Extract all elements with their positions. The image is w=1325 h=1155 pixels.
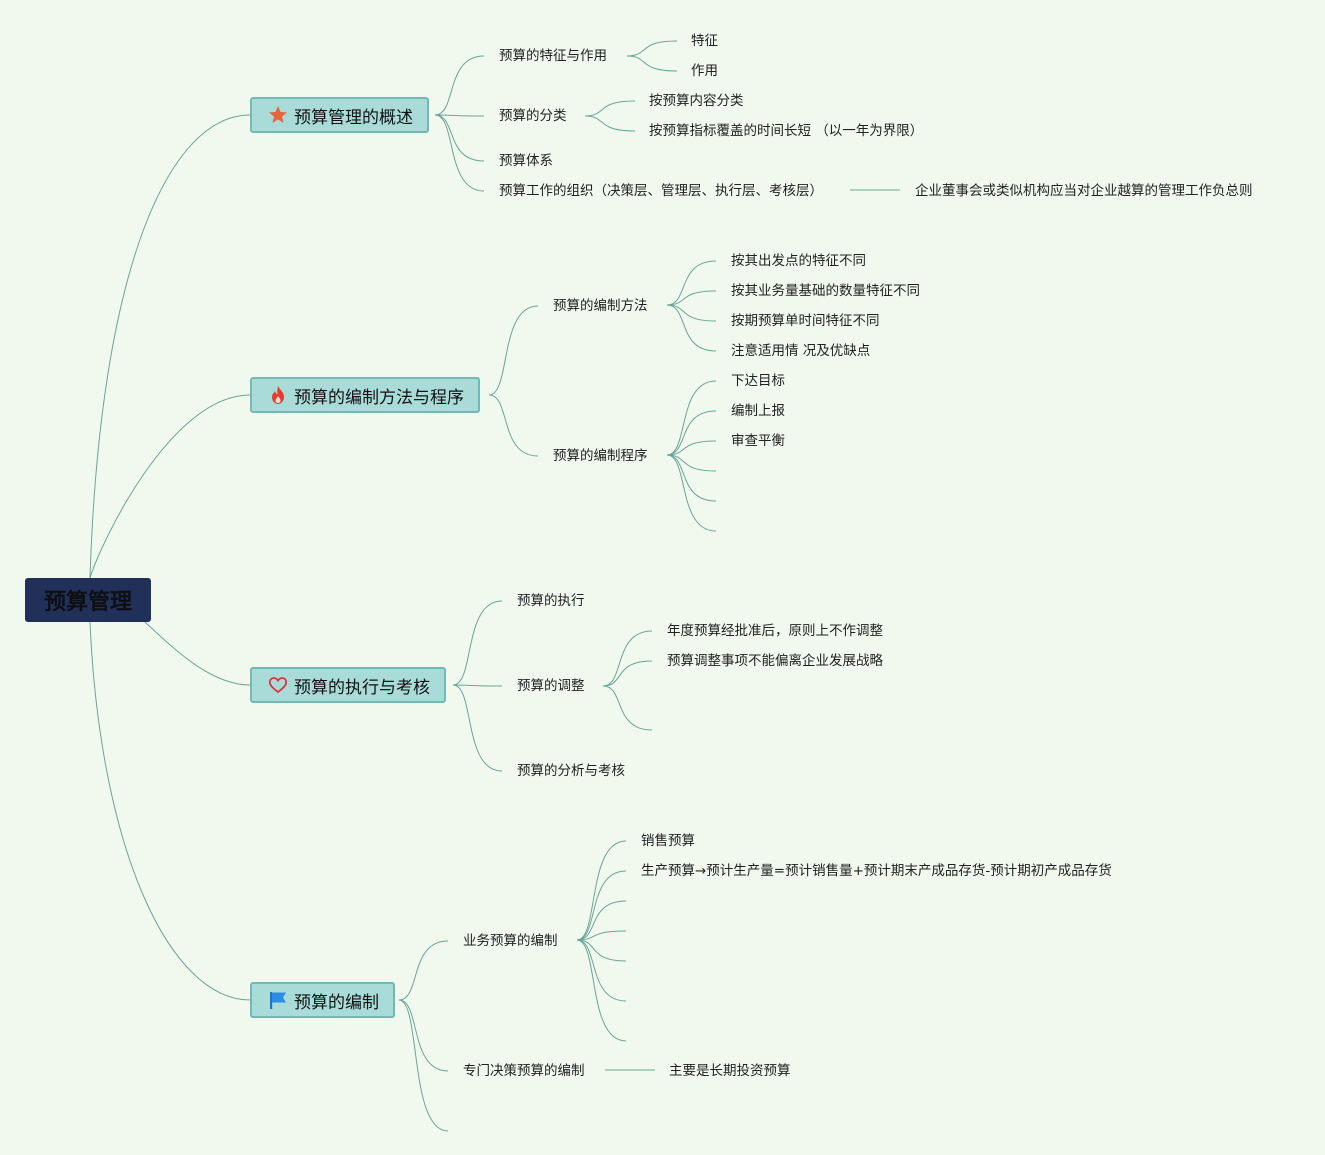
topic-sales-budget[interactable]: 销售预算 <box>641 833 695 849</box>
topic-set-targets[interactable]: 下达目标 <box>731 373 785 389</box>
topic-compile-report[interactable]: 编制上报 <box>731 403 785 419</box>
connector <box>398 999 449 1072</box>
branch-execution-evaluation[interactable]: 预算的执行与考核 <box>250 667 446 703</box>
topic-features-and-roles[interactable]: 预算的特征与作用 <box>499 48 607 64</box>
branch-label: 预算管理的概述 <box>294 107 413 128</box>
connector <box>626 55 678 72</box>
star-icon <box>268 105 288 125</box>
topic-adjustment[interactable]: 预算的调整 <box>517 678 585 694</box>
connector <box>576 939 627 1042</box>
connector-root-branch <box>89 394 251 579</box>
connector <box>452 684 503 772</box>
topic-analysis-evaluation[interactable]: 预算的分析与考核 <box>517 763 625 779</box>
connector <box>576 939 627 962</box>
topic-by-period[interactable]: 按预算指标覆盖的时间长短 （以一年为界限） <box>649 123 924 139</box>
connector <box>452 684 503 687</box>
connector <box>398 940 449 1001</box>
branch-methods-procedure[interactable]: 预算的编制方法与程序 <box>250 377 480 413</box>
connector <box>576 840 627 941</box>
topic-special-decision-budget[interactable]: 专门决策预算的编制 <box>463 1063 585 1079</box>
connector <box>434 114 485 162</box>
connector <box>434 114 485 192</box>
connector <box>666 380 717 456</box>
connector <box>488 305 539 396</box>
connector <box>666 440 717 456</box>
connector <box>666 410 717 456</box>
connector <box>434 55 485 116</box>
topic-roles[interactable]: 作用 <box>691 63 718 79</box>
connector <box>666 304 717 352</box>
connector <box>666 304 717 322</box>
connector-root-branch <box>89 621 251 1001</box>
connector <box>434 114 485 117</box>
connector <box>602 685 653 731</box>
connector <box>666 260 717 306</box>
connector <box>666 454 717 532</box>
connector <box>666 454 717 472</box>
branch-label: 预算的编制 <box>294 992 379 1013</box>
connector <box>576 900 627 941</box>
connector <box>452 600 503 686</box>
branch-label: 预算的执行与考核 <box>294 677 430 698</box>
topic-compile-methods[interactable]: 预算的编制方法 <box>553 298 648 314</box>
root-topic[interactable]: 预算管理 <box>25 578 151 622</box>
connector <box>488 394 539 457</box>
heart-icon <box>268 675 288 695</box>
fire-icon <box>268 385 288 405</box>
connector <box>584 100 636 117</box>
connector <box>576 870 627 941</box>
topic-method-origin[interactable]: 按其出发点的特征不同 <box>731 253 866 269</box>
topic-production-budget[interactable]: 生产预算→预计生产量=预计销售量+预计期末产成品存货-预计期初产成品存货 <box>641 863 1112 879</box>
topic-review-balance[interactable]: 审查平衡 <box>731 433 785 449</box>
topic-long-term-investment[interactable]: 主要是长期投资预算 <box>669 1063 791 1079</box>
branch-overview[interactable]: 预算管理的概述 <box>250 97 429 133</box>
connector <box>602 660 653 687</box>
topic-strategy-alignment[interactable]: 预算调整事项不能偏离企业发展战略 <box>667 653 883 669</box>
topic-method-volume[interactable]: 按其业务量基础的数量特征不同 <box>731 283 920 299</box>
topic-method-period[interactable]: 按期预算单时间特征不同 <box>731 313 880 329</box>
topic-features[interactable]: 特征 <box>691 33 718 49</box>
topic-operating-budget[interactable]: 业务预算的编制 <box>463 933 558 949</box>
connector <box>666 454 717 502</box>
connector <box>576 930 627 941</box>
connector <box>626 40 678 57</box>
topic-compile-procedure[interactable]: 预算的编制程序 <box>553 448 648 464</box>
connector <box>602 630 653 687</box>
branch-compilation[interactable]: 预算的编制 <box>250 982 395 1018</box>
connector <box>576 939 627 1002</box>
topic-budget-system[interactable]: 预算体系 <box>499 153 553 169</box>
branch-label: 预算的编制方法与程序 <box>294 387 464 408</box>
topic-board-responsibility[interactable]: 企业董事会或类似机构应当对企业越算的管理工作负总则 <box>915 183 1253 199</box>
topic-organization[interactable]: 预算工作的组织（决策层、管理层、执行层、考核层） <box>499 183 823 199</box>
topic-classification[interactable]: 预算的分类 <box>499 108 567 124</box>
connector <box>666 290 717 306</box>
topic-by-content[interactable]: 按预算内容分类 <box>649 93 744 109</box>
flag-icon <box>268 990 288 1010</box>
connector-root-branch <box>89 114 251 579</box>
topic-no-adjust[interactable]: 年度预算经批准后，原则上不作调整 <box>667 623 883 639</box>
topic-execution[interactable]: 预算的执行 <box>517 593 585 609</box>
connector <box>398 999 449 1132</box>
topic-method-notes[interactable]: 注意适用情 况及优缺点 <box>731 343 871 359</box>
connector <box>584 115 636 132</box>
